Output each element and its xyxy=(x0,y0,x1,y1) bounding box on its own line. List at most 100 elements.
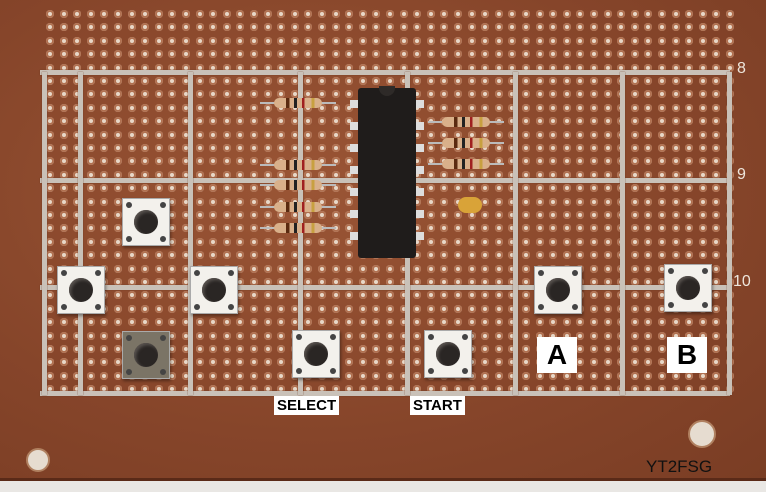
hole xyxy=(182,10,190,18)
hole xyxy=(685,103,694,112)
hole xyxy=(86,36,95,45)
hole xyxy=(263,211,272,219)
hole xyxy=(222,50,231,59)
hole xyxy=(345,50,354,59)
hole xyxy=(535,170,544,179)
hole xyxy=(209,358,218,367)
hole xyxy=(522,224,530,233)
hole xyxy=(386,304,394,313)
hole xyxy=(399,358,408,367)
hole xyxy=(549,10,558,18)
hole xyxy=(658,170,666,179)
hole xyxy=(114,345,122,353)
hole xyxy=(494,197,503,206)
start-button[interactable] xyxy=(424,330,472,378)
hole xyxy=(481,345,490,353)
dpad-left-button[interactable] xyxy=(57,266,105,314)
hole xyxy=(712,184,721,193)
hole xyxy=(73,63,82,72)
hole xyxy=(358,50,367,59)
hole xyxy=(141,103,150,112)
hole xyxy=(236,358,245,367)
hole xyxy=(59,237,68,246)
hole xyxy=(277,345,286,353)
hole xyxy=(508,264,517,273)
hole xyxy=(685,211,694,219)
hole xyxy=(440,237,449,246)
hole xyxy=(535,224,544,233)
hole xyxy=(508,184,517,193)
hole xyxy=(576,345,585,353)
hole xyxy=(522,170,530,179)
hole xyxy=(467,318,476,327)
hole xyxy=(644,36,653,45)
hole xyxy=(630,103,639,112)
capacitor xyxy=(458,197,482,213)
hole xyxy=(290,197,299,206)
hole xyxy=(671,10,680,18)
dpad-up-button[interactable] xyxy=(122,198,170,246)
hole xyxy=(671,371,680,380)
hole xyxy=(576,371,585,380)
hole xyxy=(494,318,503,327)
hole xyxy=(726,10,734,18)
hole xyxy=(481,10,490,18)
hole xyxy=(454,36,462,45)
hole xyxy=(154,36,163,45)
hole xyxy=(195,90,204,99)
hole xyxy=(590,371,598,380)
hole xyxy=(603,318,612,327)
hole xyxy=(250,304,258,313)
ic-chip xyxy=(358,86,416,258)
hole xyxy=(698,144,707,152)
hole xyxy=(250,144,258,152)
hole xyxy=(467,264,476,273)
hole xyxy=(127,90,136,99)
resistor-body xyxy=(274,160,322,170)
hole xyxy=(290,36,299,45)
hole xyxy=(141,117,150,126)
hole xyxy=(671,170,680,179)
dpad-right-button[interactable] xyxy=(190,266,238,314)
hole xyxy=(114,304,122,313)
hole xyxy=(440,103,449,112)
copper-trace-vertical xyxy=(513,72,518,395)
select-button[interactable] xyxy=(292,330,340,378)
hole xyxy=(331,50,340,59)
hole xyxy=(222,211,231,219)
hole xyxy=(73,130,82,139)
hole xyxy=(481,184,490,193)
hole xyxy=(685,144,694,152)
hole xyxy=(508,130,517,139)
hole xyxy=(698,103,707,112)
hole xyxy=(209,23,218,32)
hole xyxy=(372,50,381,59)
hole xyxy=(549,144,558,152)
button-cap xyxy=(304,342,328,366)
hole xyxy=(100,130,109,139)
a-button[interactable] xyxy=(534,266,582,314)
hole xyxy=(630,170,639,179)
hole xyxy=(440,278,449,286)
hole xyxy=(318,157,326,166)
hole xyxy=(236,278,245,286)
hole xyxy=(222,385,231,394)
dpad-down-button[interactable] xyxy=(122,331,170,379)
hole xyxy=(454,77,462,85)
hole xyxy=(168,278,177,286)
b-button[interactable] xyxy=(664,264,712,312)
hole xyxy=(590,117,598,126)
hole xyxy=(413,264,422,273)
hole xyxy=(358,371,367,380)
hole xyxy=(73,157,82,166)
hole xyxy=(141,251,150,260)
button-pin xyxy=(194,304,200,310)
hole xyxy=(290,144,299,152)
chip-pin xyxy=(350,100,358,108)
hole xyxy=(522,291,530,300)
hole xyxy=(46,77,54,85)
hole xyxy=(168,385,177,394)
hole xyxy=(481,318,490,327)
hole xyxy=(250,264,258,273)
hole xyxy=(644,157,653,166)
